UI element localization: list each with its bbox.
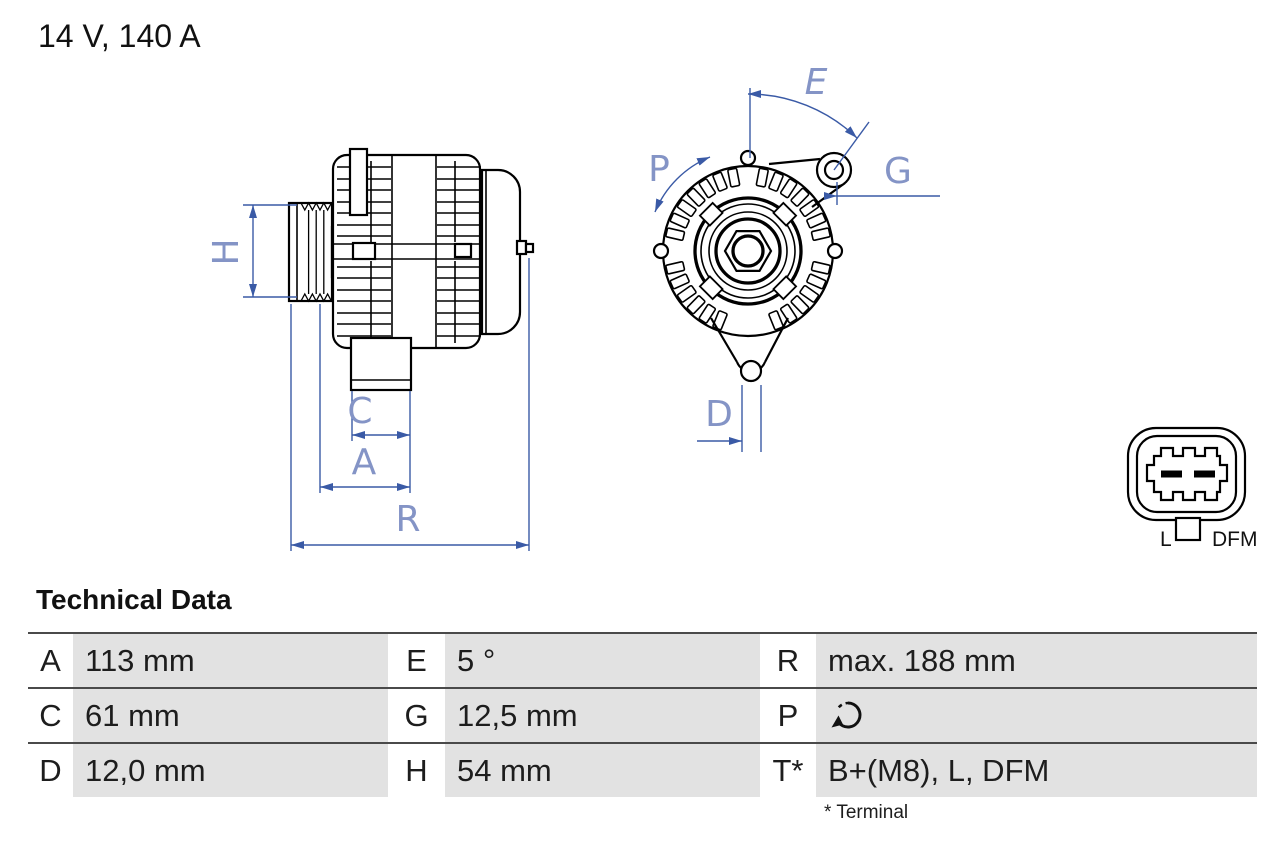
technical-data-heading: Technical Data xyxy=(36,584,232,615)
shaft-nut xyxy=(723,230,773,272)
top-lug-hole xyxy=(739,149,757,167)
front-view-dimensions: P E G D xyxy=(648,62,940,452)
dim-label-a: A xyxy=(352,442,377,483)
pin-DFM xyxy=(1194,470,1215,478)
shaft-center xyxy=(731,234,765,268)
dim-label-r: R xyxy=(395,499,420,540)
alternator-side-view: H C A R xyxy=(206,147,535,551)
dim-value: 12,0 mm xyxy=(73,744,388,797)
housing xyxy=(331,147,482,350)
connector-tab xyxy=(1174,516,1202,542)
connector-diagram: L DFM xyxy=(1126,426,1258,551)
dim-label-d: D xyxy=(705,394,733,435)
dim-key: D xyxy=(28,744,73,797)
pin-L xyxy=(1161,470,1182,478)
dim-value: 61 mm xyxy=(73,689,388,742)
dim-value: 113 mm xyxy=(73,634,388,687)
technical-drawing: H C A R xyxy=(206,62,1258,551)
b-plus-terminal-stud xyxy=(515,239,528,256)
dim-label-e: E xyxy=(805,62,828,103)
dim-key: C xyxy=(28,689,73,742)
dim-value: max. 188 mm xyxy=(816,634,1257,687)
dim-label-p: P xyxy=(648,149,670,190)
dim-value: B+(M8), L, DFM xyxy=(816,744,1257,797)
page-title: 14 V, 140 A xyxy=(38,18,201,54)
dim-label-g: G xyxy=(884,151,912,192)
dim-value: 5 ° xyxy=(445,634,760,687)
dim-key: E xyxy=(388,634,445,687)
connector-keying xyxy=(1145,446,1229,502)
rear-cover xyxy=(480,168,535,336)
rotation-direction-icon xyxy=(831,701,862,728)
dim-key: H xyxy=(388,744,445,797)
dim-key: G xyxy=(388,689,445,742)
dim-value-rotation xyxy=(816,689,1257,742)
fan-ring xyxy=(693,196,803,306)
dim-key: R xyxy=(760,634,816,687)
dim-key: T* xyxy=(760,744,816,797)
dim-key: P xyxy=(760,689,816,742)
connector-label-l: L xyxy=(1160,528,1172,551)
right-lug-hole xyxy=(826,242,844,260)
foot-hole xyxy=(739,359,763,383)
cooling-fins xyxy=(337,161,481,343)
rotation-direction-arrow xyxy=(654,156,711,213)
table-row: D 12,0 mm H 54 mm T* B+(M8), L, DFM xyxy=(28,742,1257,797)
side-view-dimensions: H C A R xyxy=(206,204,530,551)
alternator-front-view: P E G D xyxy=(648,62,940,452)
technical-data-table: A 113 mm E 5 ° R max. 188 mm C 61 mm G 1… xyxy=(28,632,1257,824)
dim-key: A xyxy=(28,634,73,687)
dim-label-h: H xyxy=(206,238,247,265)
dim-arc-E xyxy=(747,90,858,139)
table-row: C 61 mm G 12,5 mm P xyxy=(28,687,1257,742)
dim-value: 54 mm xyxy=(445,744,760,797)
table-row: A 113 mm E 5 ° R max. 188 mm xyxy=(28,632,1257,687)
dim-label-c: C xyxy=(347,391,372,432)
terminal-footnote: * Terminal xyxy=(824,802,909,823)
connector-label-dfm: DFM xyxy=(1212,528,1258,551)
front-mounting-foot xyxy=(710,317,789,383)
pulley xyxy=(287,201,341,303)
dim-value: 12,5 mm xyxy=(445,689,760,742)
fan-tabs xyxy=(699,202,797,300)
vent-slots xyxy=(664,167,832,331)
mounting-foot xyxy=(349,336,413,392)
left-lug-hole xyxy=(652,242,670,260)
